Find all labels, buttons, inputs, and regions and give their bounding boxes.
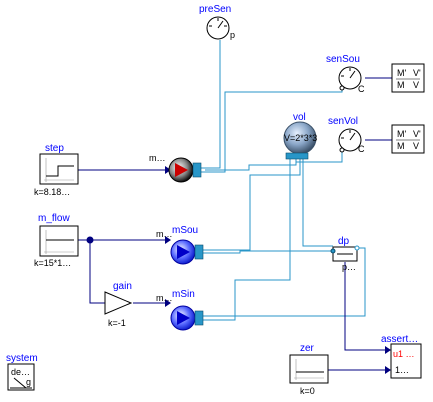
system-block[interactable]: system de… g: [6, 353, 38, 391]
display2-sub: V': [413, 129, 421, 139]
presen-block[interactable]: preSen p: [199, 4, 235, 40]
arrow-assert-1: [385, 346, 391, 354]
display-block-2[interactable]: M' V' M V: [391, 124, 425, 154]
mflow-param: k=15*1…: [34, 258, 71, 268]
step-block[interactable]: step k=8.18…: [34, 143, 79, 197]
assert-label: assert…: [381, 334, 418, 345]
line-vol-msou[interactable]: [203, 158, 301, 251]
display2-right: V: [413, 141, 419, 151]
line-topsource-presen[interactable]: [197, 40, 221, 169]
line-vol-dp[interactable]: [302, 158, 333, 247]
vol-block[interactable]: vol V=2*3*3: [283, 112, 317, 160]
gain-block[interactable]: gain k=-1: [104, 281, 133, 328]
vol-label: vol: [293, 112, 306, 123]
presen-port-label: p: [230, 30, 235, 40]
top-source-input: m…: [149, 153, 166, 163]
arrow-msou: [165, 236, 171, 244]
system-g: g: [26, 377, 31, 387]
display2-top: M': [397, 129, 406, 139]
step-param: k=8.18…: [34, 187, 70, 197]
dp-port-label: p…: [342, 262, 356, 272]
line-msin-vol[interactable]: [203, 158, 291, 321]
arrow-msin: [165, 299, 171, 307]
senvol-port-label: C: [358, 144, 365, 154]
line-msou-dp[interactable]: [203, 250, 333, 254]
sensou-block[interactable]: senSou C: [326, 54, 365, 94]
mflow-block[interactable]: m_flow k=15*1…: [34, 213, 79, 268]
senvol-label: senVol: [328, 116, 358, 127]
gain-label: gain: [113, 281, 132, 292]
display1-sub: V': [413, 68, 421, 78]
signal-branch-dot: [86, 236, 94, 244]
signal-mflow-gain[interactable]: [89, 240, 105, 304]
display-block-1[interactable]: M' V' M V: [391, 63, 425, 93]
assert-block[interactable]: assert… u1 … 1…: [381, 334, 422, 379]
presen-label: preSen: [199, 4, 231, 15]
display1-right: V: [413, 80, 419, 90]
sensou-port-label: C: [358, 84, 365, 94]
assert-u1: u1 …: [393, 349, 415, 359]
arrow-step: [165, 166, 171, 174]
dp-label: dp: [338, 236, 350, 247]
signal-dp-assert[interactable]: [344, 262, 385, 351]
step-label: step: [45, 143, 64, 154]
step-graph-icon: [46, 165, 74, 177]
system-gravity-icon: [13, 377, 27, 389]
msin-label: mSin: [172, 289, 195, 300]
msin-input: m…: [156, 293, 173, 303]
arrow-assert-2: [385, 366, 391, 374]
senvol-block[interactable]: senVol C: [328, 116, 365, 154]
zer-label: zer: [300, 343, 315, 354]
display1-left: M: [397, 80, 405, 90]
line-vol-senvol[interactable]: [295, 152, 343, 163]
zer-param: k=0: [300, 386, 315, 396]
vol-value: V=2*3*3: [284, 133, 317, 143]
gain-param: k=-1: [108, 318, 126, 328]
line-dp-msin[interactable]: [203, 247, 366, 317]
sensou-label: senSou: [326, 54, 360, 65]
msou-label: mSou: [172, 225, 198, 236]
top-source-block[interactable]: m…: [149, 153, 202, 183]
mflow-label: m_flow: [38, 213, 70, 224]
line-topsource-sensou[interactable]: [197, 88, 343, 173]
system-text: de…: [11, 367, 30, 377]
line-topsource-vol[interactable]: [205, 158, 297, 171]
gain-triangle-icon: [104, 291, 133, 315]
fluid-connections: [197, 40, 366, 321]
zer-block[interactable]: zer k=0: [289, 343, 329, 396]
display2-left: M: [397, 141, 405, 151]
msin-block[interactable]: mSin m…: [156, 289, 204, 331]
display1-top: M': [397, 68, 406, 78]
assert-u2: 1…: [395, 365, 409, 375]
msou-block[interactable]: mSou m…: [156, 225, 204, 265]
system-label: system: [6, 353, 38, 364]
msou-input: m…: [156, 229, 173, 239]
dp-block[interactable]: dp p…: [330, 236, 360, 272]
